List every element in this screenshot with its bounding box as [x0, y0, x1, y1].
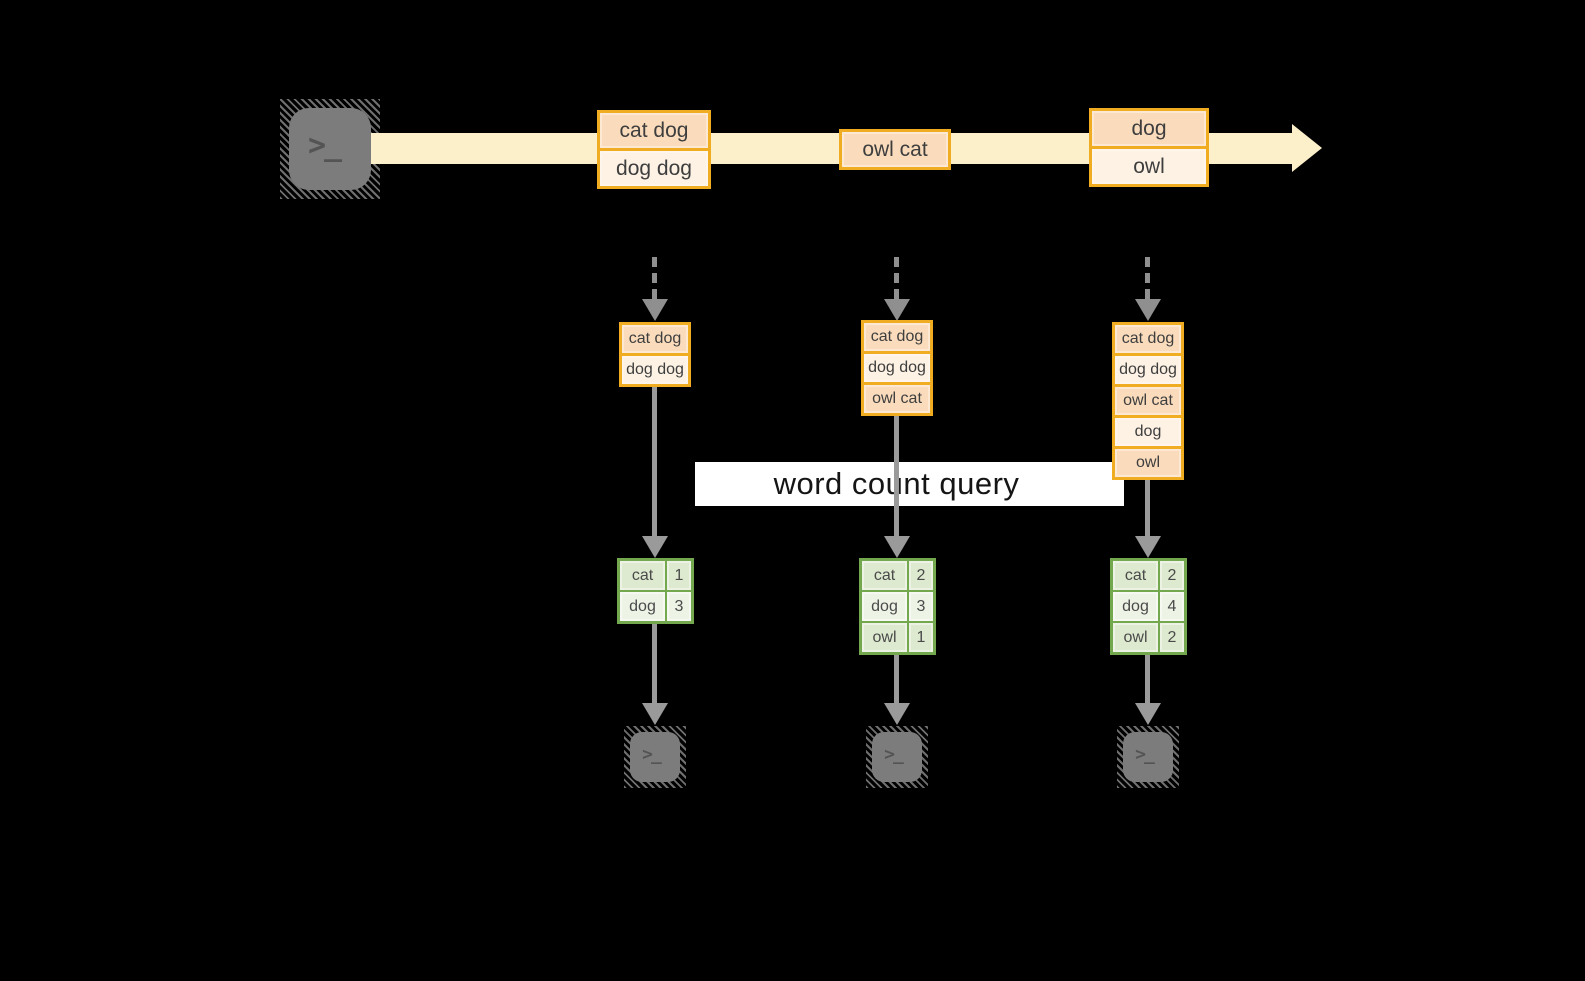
terminal-screen: >_	[289, 108, 371, 190]
query-flow-arrowhead-icon	[642, 536, 668, 558]
micro-batch-cell: cat dog	[622, 325, 688, 353]
table-row: cat 2	[1113, 561, 1184, 590]
micro-batch-cell: dog	[1115, 415, 1181, 446]
output-arrow	[894, 655, 899, 704]
count-cell: 2	[1160, 623, 1184, 652]
table-row: owl 2	[1113, 621, 1184, 652]
terminal-screen: >_	[1123, 732, 1173, 782]
count-cell: 3	[909, 592, 933, 621]
output-arrowhead-icon	[884, 703, 910, 725]
microbatch-arrow	[652, 257, 657, 299]
output-arrow	[652, 624, 657, 704]
table-row: dog 4	[1113, 590, 1184, 621]
micro-batch-cell: dog dog	[622, 353, 688, 384]
batch-cell: owl cat	[842, 132, 948, 167]
terminal-prompt-glyph: >_	[307, 127, 342, 163]
word-cell: owl	[1113, 623, 1160, 652]
table-row: owl 1	[862, 621, 933, 652]
count-cell: 1	[909, 623, 933, 652]
table-row: dog 3	[620, 590, 691, 621]
stream-batch-2: owl cat	[839, 129, 951, 170]
micro-batch-cell: dog dog	[864, 351, 930, 382]
microbatch-arrowhead-icon	[884, 299, 910, 321]
terminal-prompt-glyph: >_	[642, 743, 662, 765]
word-cell: owl	[862, 623, 909, 652]
sink-terminal-icon: >_	[624, 726, 686, 788]
batch-cell: dog dog	[600, 148, 708, 186]
source-terminal-icon: >_	[280, 99, 380, 199]
sink-terminal-icon: >_	[1117, 726, 1179, 788]
stream-batch-1: cat dog dog dog	[597, 110, 711, 189]
sink-terminal-icon: >_	[866, 726, 928, 788]
word-cell: cat	[1113, 561, 1160, 590]
micro-batch-cell: dog dog	[1115, 353, 1181, 384]
word-count-table-3: cat 2 dog 4 owl 2	[1110, 558, 1187, 655]
word-cell: dog	[1113, 592, 1160, 621]
terminal-prompt-glyph: >_	[884, 743, 904, 765]
micro-batch-1: cat dog dog dog	[619, 322, 691, 387]
query-flow-arrow	[652, 387, 657, 537]
micro-batch-2: cat dog dog dog owl cat	[861, 320, 933, 416]
microbatch-arrowhead-icon	[642, 299, 668, 321]
micro-batch-3: cat dog dog dog owl cat dog owl	[1112, 322, 1184, 480]
table-row: dog 3	[862, 590, 933, 621]
output-arrow	[1145, 655, 1150, 704]
micro-batch-cell: owl cat	[864, 382, 930, 413]
micro-batch-cell: owl	[1115, 446, 1181, 477]
table-row: cat 1	[620, 561, 691, 590]
batch-cell: owl	[1092, 146, 1206, 184]
word-count-table-1: cat 1 dog 3	[617, 558, 694, 624]
count-cell: 3	[667, 592, 691, 621]
microbatch-arrow	[894, 257, 899, 299]
terminal-screen: >_	[630, 732, 680, 782]
word-cell: cat	[620, 561, 667, 590]
query-flow-arrow	[894, 416, 899, 537]
stream-batch-3: dog owl	[1089, 108, 1209, 187]
terminal-screen: >_	[872, 732, 922, 782]
batch-cell: dog	[1092, 111, 1206, 146]
batch-cell: cat dog	[600, 113, 708, 148]
count-cell: 2	[909, 561, 933, 590]
query-label-banner: word count query	[695, 462, 1124, 506]
word-cell: cat	[862, 561, 909, 590]
word-cell: dog	[620, 592, 667, 621]
query-flow-arrowhead-icon	[884, 536, 910, 558]
count-cell: 2	[1160, 561, 1184, 590]
micro-batch-cell: cat dog	[1115, 325, 1181, 353]
microbatch-arrow	[1145, 257, 1150, 299]
micro-batch-cell: cat dog	[864, 323, 930, 351]
stream-arrow-head-icon	[1292, 124, 1322, 172]
microbatch-arrowhead-icon	[1135, 299, 1161, 321]
table-row: cat 2	[862, 561, 933, 590]
query-flow-arrow	[1145, 480, 1150, 537]
word-count-table-2: cat 2 dog 3 owl 1	[859, 558, 936, 655]
output-arrowhead-icon	[1135, 703, 1161, 725]
word-cell: dog	[862, 592, 909, 621]
query-flow-arrowhead-icon	[1135, 536, 1161, 558]
terminal-prompt-glyph: >_	[1135, 743, 1155, 765]
count-cell: 1	[667, 561, 691, 590]
output-arrowhead-icon	[642, 703, 668, 725]
micro-batch-cell: owl cat	[1115, 384, 1181, 415]
count-cell: 4	[1160, 592, 1184, 621]
